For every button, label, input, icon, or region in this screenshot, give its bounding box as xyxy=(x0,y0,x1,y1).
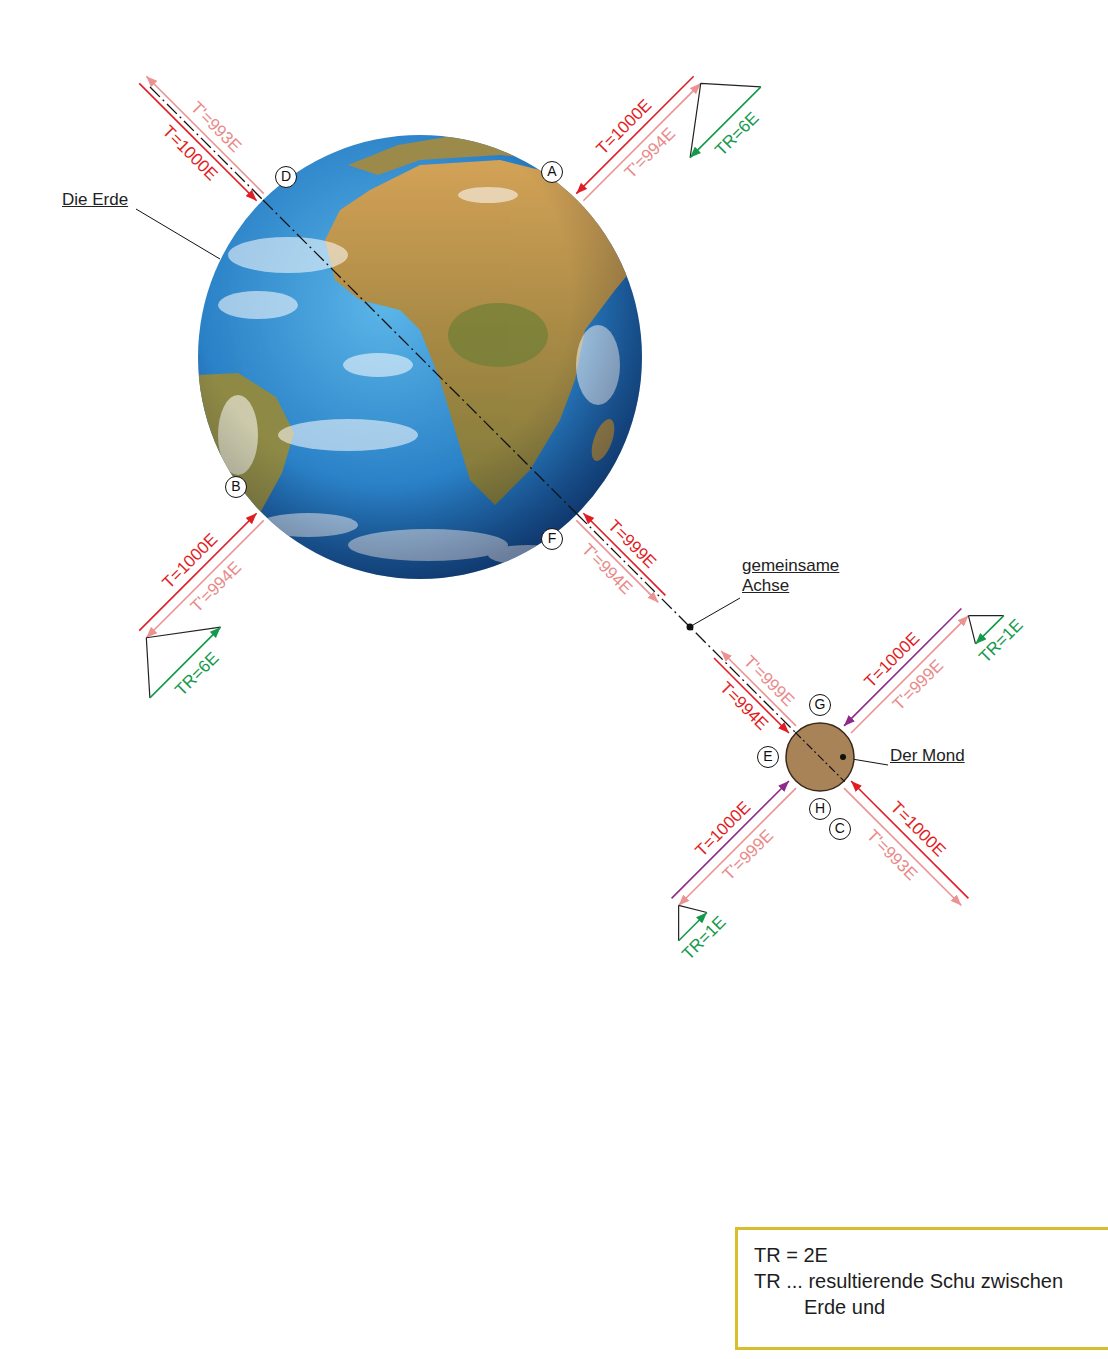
leader-line xyxy=(693,598,740,625)
note-text: TR = 2E xyxy=(754,1242,1096,1268)
tension-arrow xyxy=(139,83,256,200)
force-pair xyxy=(654,781,814,941)
ocean xyxy=(198,135,642,579)
callout-letter: F xyxy=(541,528,563,550)
moon-disc xyxy=(785,722,855,792)
tension-arrow xyxy=(139,513,256,630)
force-pair xyxy=(844,781,968,905)
force-pair xyxy=(139,76,263,200)
note-box: TR = 2ETR ... resultierende Schu zwische… xyxy=(735,1227,1108,1350)
tension-arrow xyxy=(672,781,789,898)
callout-letter: G xyxy=(809,694,831,716)
callout-letter: C xyxy=(829,818,851,840)
force-pair xyxy=(576,48,761,233)
callout-letter: A xyxy=(541,161,563,183)
resultant-label: TR=1E xyxy=(976,616,1026,666)
moon xyxy=(786,723,854,791)
resultant-arrow xyxy=(150,627,221,698)
force-triangle xyxy=(118,595,221,698)
axis-connector xyxy=(577,514,795,732)
axis-label: gemeinsame Achse xyxy=(742,556,854,596)
force-pair xyxy=(844,591,1004,751)
counter-arrow xyxy=(583,83,700,200)
callout-letter: H xyxy=(809,798,831,820)
leader-line xyxy=(136,209,220,259)
tension-arrow xyxy=(576,76,693,193)
callout-letter: B xyxy=(225,476,247,498)
note-text: TR ... resultierende Schu zwischen Erde … xyxy=(754,1268,1094,1320)
leader-dot xyxy=(840,754,846,760)
counter-arrow xyxy=(844,788,961,905)
tension-arrow xyxy=(851,781,968,898)
earth-node: Die Erde xyxy=(198,135,642,579)
force-triangle xyxy=(658,55,761,158)
resultant-label: TR=6E xyxy=(712,109,762,159)
callout-letter: E xyxy=(757,746,779,768)
axis-line xyxy=(263,200,577,514)
axis-line xyxy=(795,732,844,781)
resultant-label: TR=1E xyxy=(679,913,729,963)
axis-line xyxy=(150,87,263,200)
resultant-label: TR=6E xyxy=(172,649,222,699)
callout-letter: D xyxy=(275,166,297,188)
counter-arrow xyxy=(146,520,263,637)
counter-arrow xyxy=(679,788,796,905)
tension-arrow xyxy=(844,609,961,726)
node-name: Die Erde xyxy=(62,190,128,210)
globe-shade xyxy=(198,135,642,579)
earth-globe xyxy=(198,135,642,579)
node-name: Der Mond xyxy=(890,746,965,766)
counter-arrow xyxy=(851,616,968,733)
counter-arrow xyxy=(146,76,263,193)
resultant-arrow xyxy=(690,87,761,158)
force-pair xyxy=(111,513,296,698)
moon-node: Der Mond xyxy=(785,722,855,792)
